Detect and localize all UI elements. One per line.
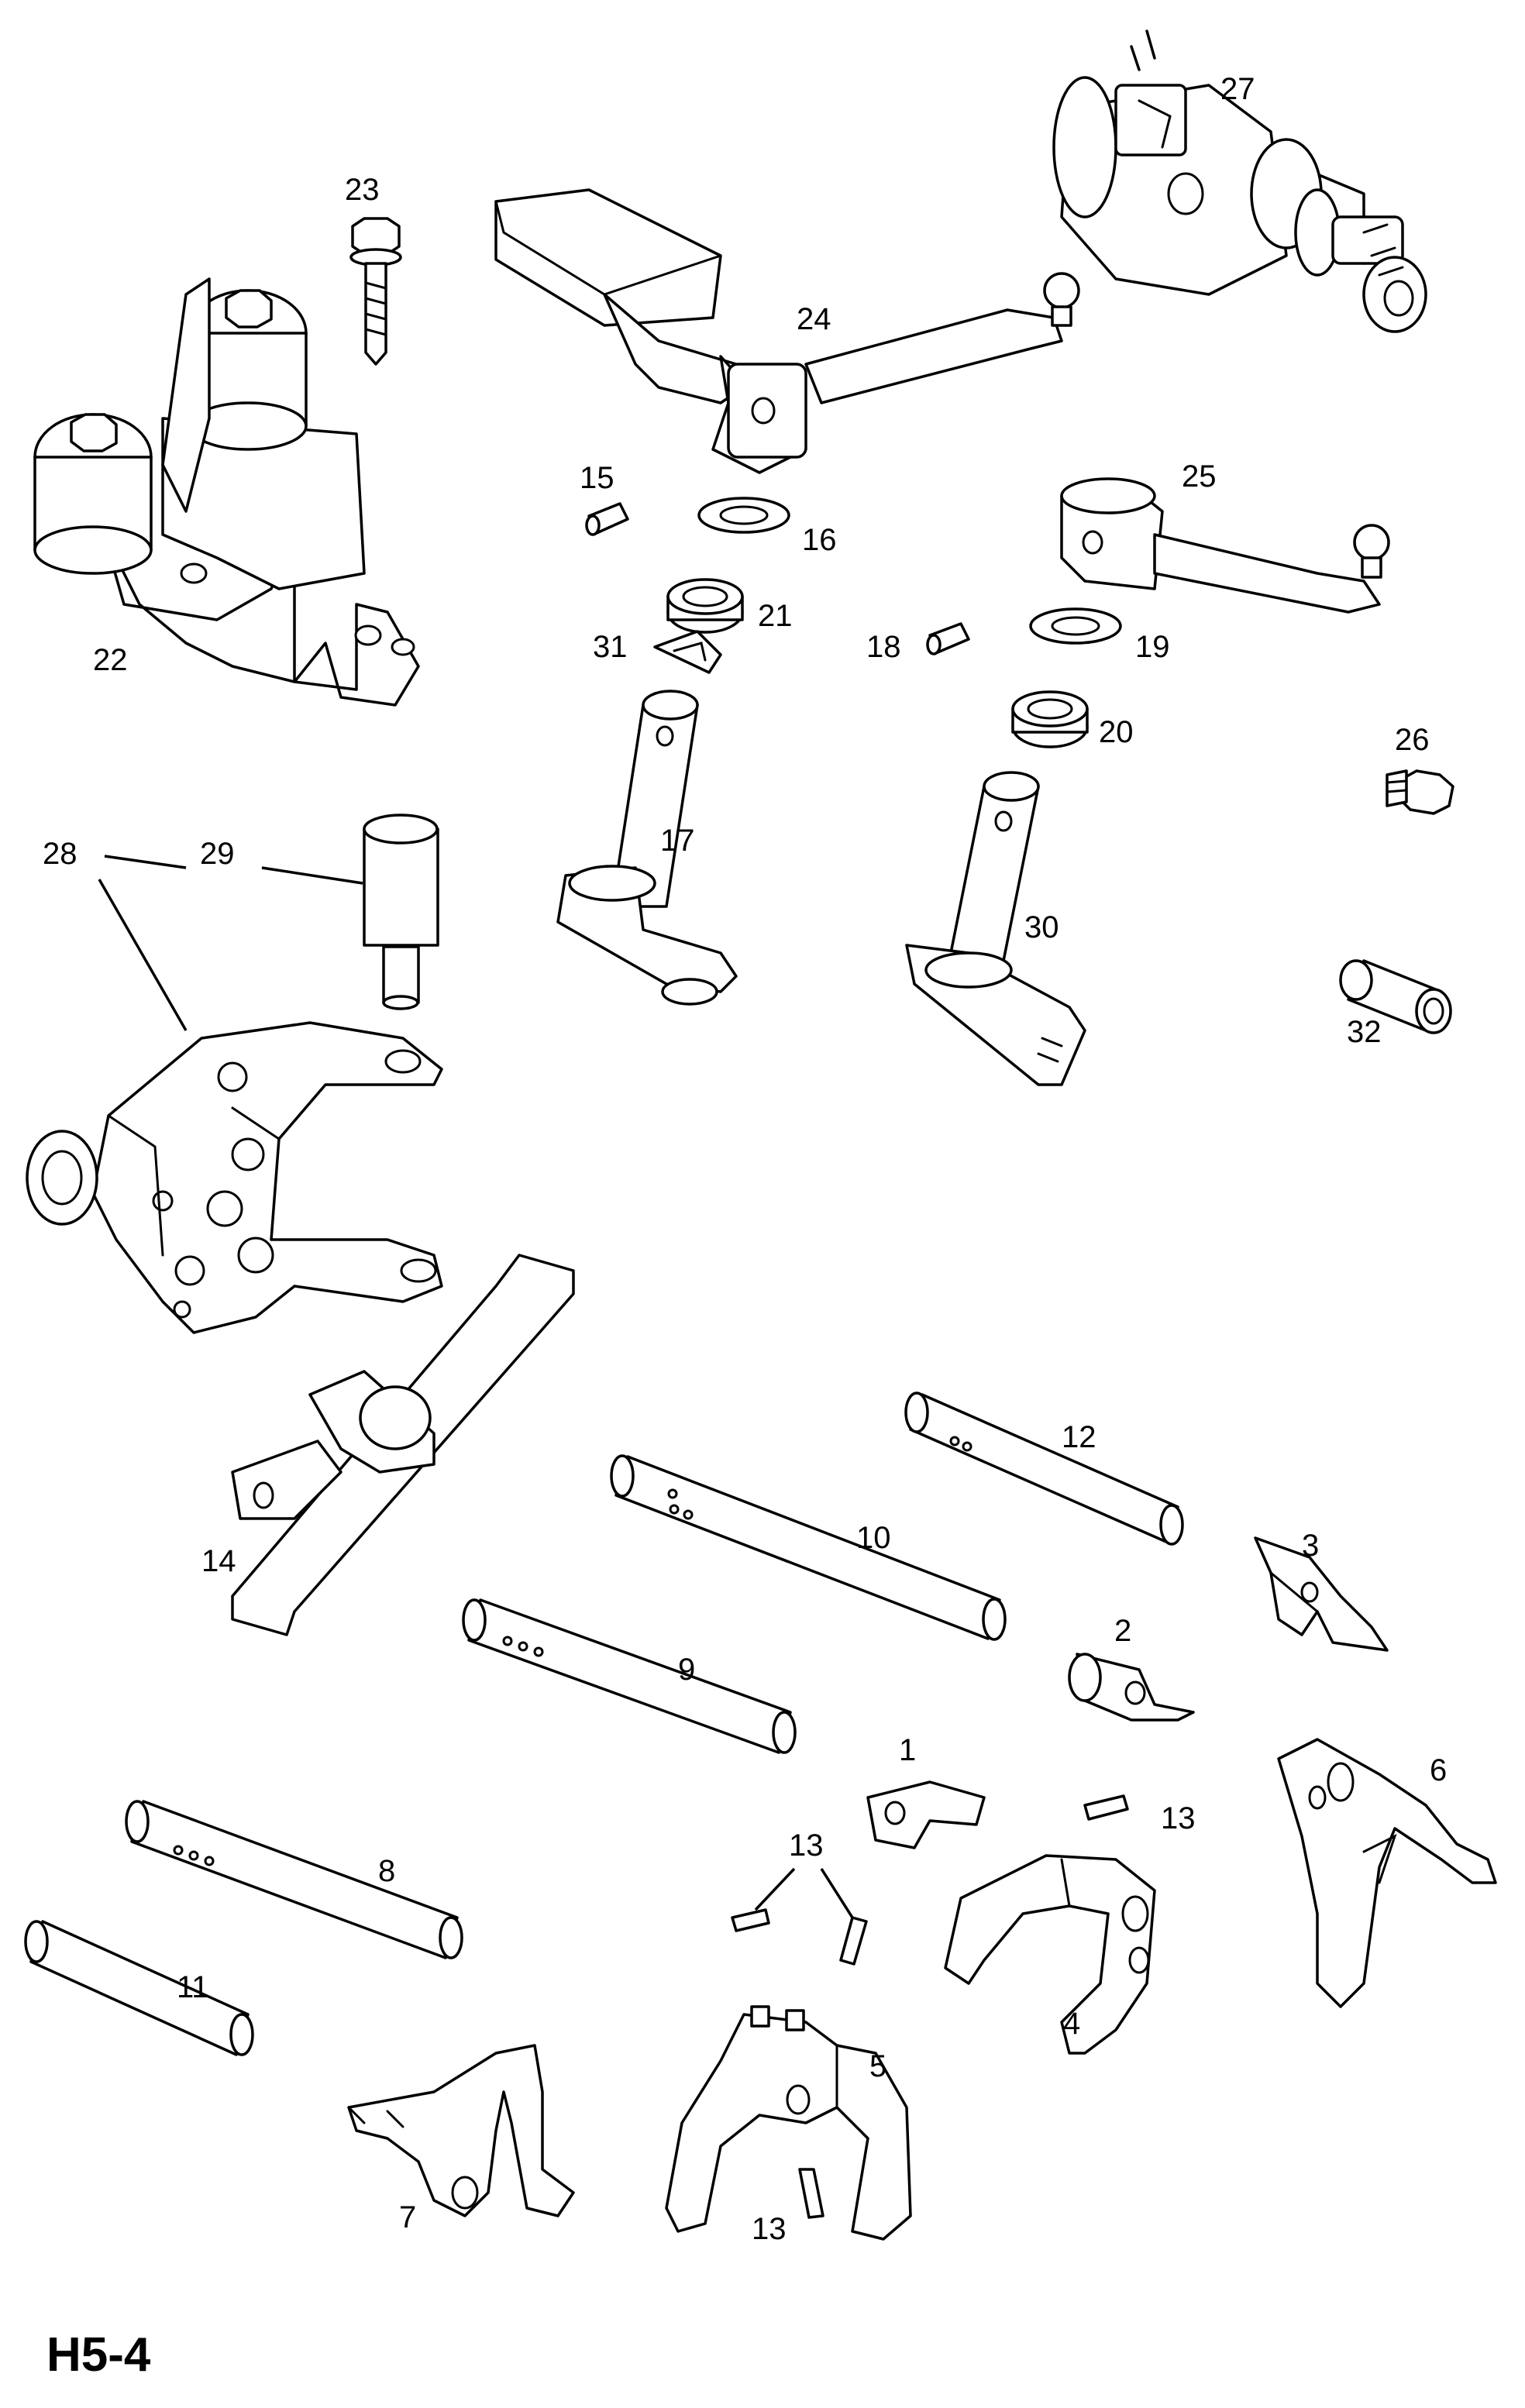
callout-13a: 13: [789, 1828, 824, 1863]
leader-29: [261, 866, 363, 885]
part-20-ring: [1011, 690, 1089, 748]
callout-16: 16: [802, 523, 837, 557]
part-21-ring: [666, 578, 744, 634]
callout-22: 22: [93, 643, 128, 677]
part-13-pin-d: [798, 2168, 824, 2219]
part-6-shift-fork: [1277, 1738, 1497, 2008]
part-19-washer: [1029, 607, 1122, 645]
part-31-clip: [653, 630, 722, 674]
callout-23: 23: [345, 173, 380, 207]
part-17-shift-shaft-lever: [556, 690, 738, 1006]
part-1-selector: [866, 1780, 986, 1849]
part-8-shift-rail: [125, 1800, 463, 1959]
part-26-bolt: [1386, 769, 1454, 815]
part-7-shift-fork: [347, 2044, 575, 2217]
diagram-code-label: H5-4: [46, 2328, 151, 2382]
callout-10: 10: [856, 1521, 891, 1555]
callout-19: 19: [1135, 630, 1170, 664]
part-15-pin: [585, 502, 629, 536]
callout-13c: 13: [752, 2212, 787, 2246]
part-22-mounting-bracket: [33, 277, 420, 707]
callout-31: 31: [593, 630, 628, 664]
callout-3: 3: [1302, 1529, 1319, 1563]
callout-21: 21: [758, 599, 793, 633]
part-2-selector: [1068, 1653, 1195, 1722]
part-29-plunger: [363, 814, 439, 1010]
part-27-selector-housing: [1052, 29, 1427, 333]
part-4-shift-fork: [944, 1854, 1156, 2055]
callout-32: 32: [1347, 1015, 1382, 1049]
callout-9: 9: [678, 1653, 695, 1687]
callout-1: 1: [899, 1733, 916, 1767]
callout-20: 20: [1099, 715, 1134, 749]
callout-5: 5: [869, 2049, 886, 2083]
leader-28: [98, 879, 188, 1031]
part-11-shift-rail: [24, 1920, 254, 2056]
callout-7: 7: [399, 2200, 416, 2234]
part-28-interlock-housing: [26, 1021, 443, 1334]
leader-13a: [754, 1867, 854, 1918]
callout-8: 8: [378, 1854, 395, 1888]
part-32-sleeve: [1339, 959, 1452, 1034]
part-24-lever-arm: [494, 188, 1080, 474]
callout-12: 12: [1062, 1420, 1096, 1454]
callout-13b: 13: [1161, 1801, 1196, 1835]
callout-18: 18: [866, 630, 901, 664]
callout-28: 28: [43, 837, 77, 871]
callout-4: 4: [1063, 2007, 1080, 2041]
part-5-shift-fork: [665, 2005, 912, 2241]
part-13-pin-c: [1083, 1794, 1129, 1821]
callout-30: 30: [1024, 910, 1059, 944]
part-9-shift-rail: [462, 1598, 797, 1754]
callout-2: 2: [1114, 1614, 1131, 1648]
part-3-selector: [1254, 1536, 1389, 1652]
leader-28-29: [104, 855, 187, 869]
part-16-washer: [697, 497, 790, 534]
part-13-pin-b: [839, 1916, 868, 1966]
callout-17: 17: [660, 824, 695, 858]
callout-26: 26: [1395, 723, 1430, 757]
part-13-pin-a: [731, 1908, 770, 1932]
callout-6: 6: [1430, 1753, 1447, 1787]
part-18-pin: [926, 622, 970, 655]
part-30-shift-shaft-lever: [905, 771, 1086, 1086]
part-12-shift-rail: [904, 1391, 1184, 1546]
callout-14: 14: [201, 1544, 236, 1578]
callout-24: 24: [797, 302, 831, 336]
callout-15: 15: [580, 461, 614, 495]
callout-11: 11: [177, 1970, 209, 2004]
part-14-shift-lever: [231, 1254, 575, 1636]
callout-29: 29: [200, 837, 235, 871]
part-25-lever: [1060, 477, 1390, 614]
callout-25: 25: [1182, 459, 1217, 494]
callout-27: 27: [1220, 72, 1255, 106]
part-23-bolt: [349, 217, 402, 366]
part-10-shift-rail: [610, 1454, 1007, 1641]
